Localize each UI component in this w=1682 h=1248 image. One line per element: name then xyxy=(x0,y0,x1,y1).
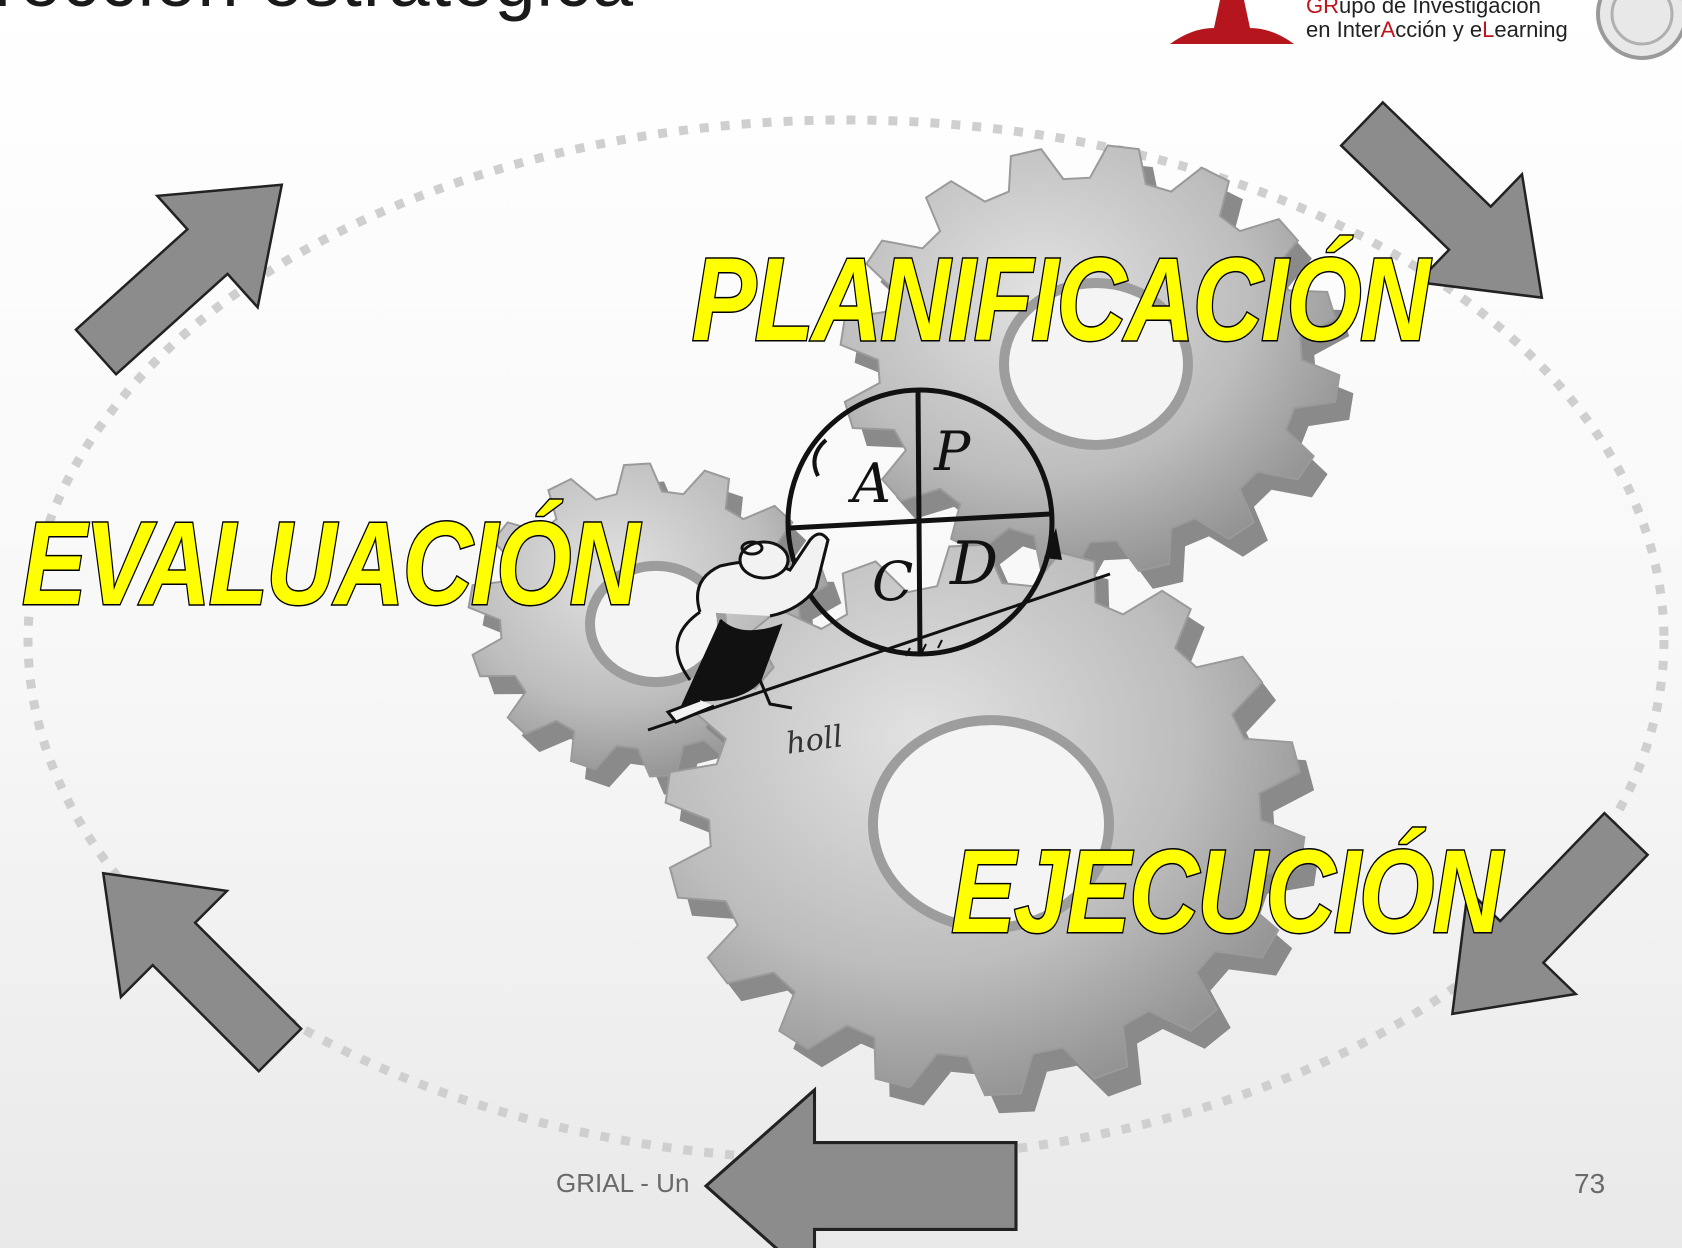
logo-figure-icon xyxy=(1170,0,1294,44)
university-seal-icon xyxy=(1596,0,1682,60)
pdca-letter-c: C xyxy=(872,550,913,613)
gear-hole xyxy=(999,278,1193,450)
slope-line xyxy=(647,572,1111,732)
cycle-arrow-icon xyxy=(74,183,284,377)
cycle-arrow-icon xyxy=(703,1086,1018,1248)
stage-label-ejecucion: EJECUCIÓN xyxy=(951,825,1504,957)
pdca-letter-d: D xyxy=(949,529,998,599)
stage-label-evaluacion: EVALUACIÓN xyxy=(22,497,642,629)
artist-signature: holl xyxy=(784,719,845,762)
logo-line-1: GRupo de Investigación xyxy=(1306,0,1541,18)
slide-footer: GRIAL - Un xyxy=(556,1168,690,1198)
pdca-wheel-icon: A P C D xyxy=(785,387,1062,657)
stage-label-planificacion: PLANIFICACIÓN xyxy=(692,233,1432,365)
slide-title: rección estratégica xyxy=(0,0,634,23)
cycle-arrow-icon xyxy=(1450,811,1650,1016)
pdca-letter-p: P xyxy=(933,420,972,483)
cycle-arrow-icon xyxy=(1339,100,1544,300)
cycle-arrow-icon xyxy=(101,871,303,1073)
person-pushing-icon xyxy=(665,532,830,724)
logo-line-2: en InterAcción y eLearning xyxy=(1306,17,1568,42)
pdca-letter-a: A xyxy=(847,452,891,515)
grial-logo: GRupo de Investigación en InterAcción y … xyxy=(1162,0,1682,66)
cycle-dashed-ellipse xyxy=(23,115,1669,1165)
page-number: 73 xyxy=(1574,1168,1606,1199)
gear-hole xyxy=(868,715,1114,933)
